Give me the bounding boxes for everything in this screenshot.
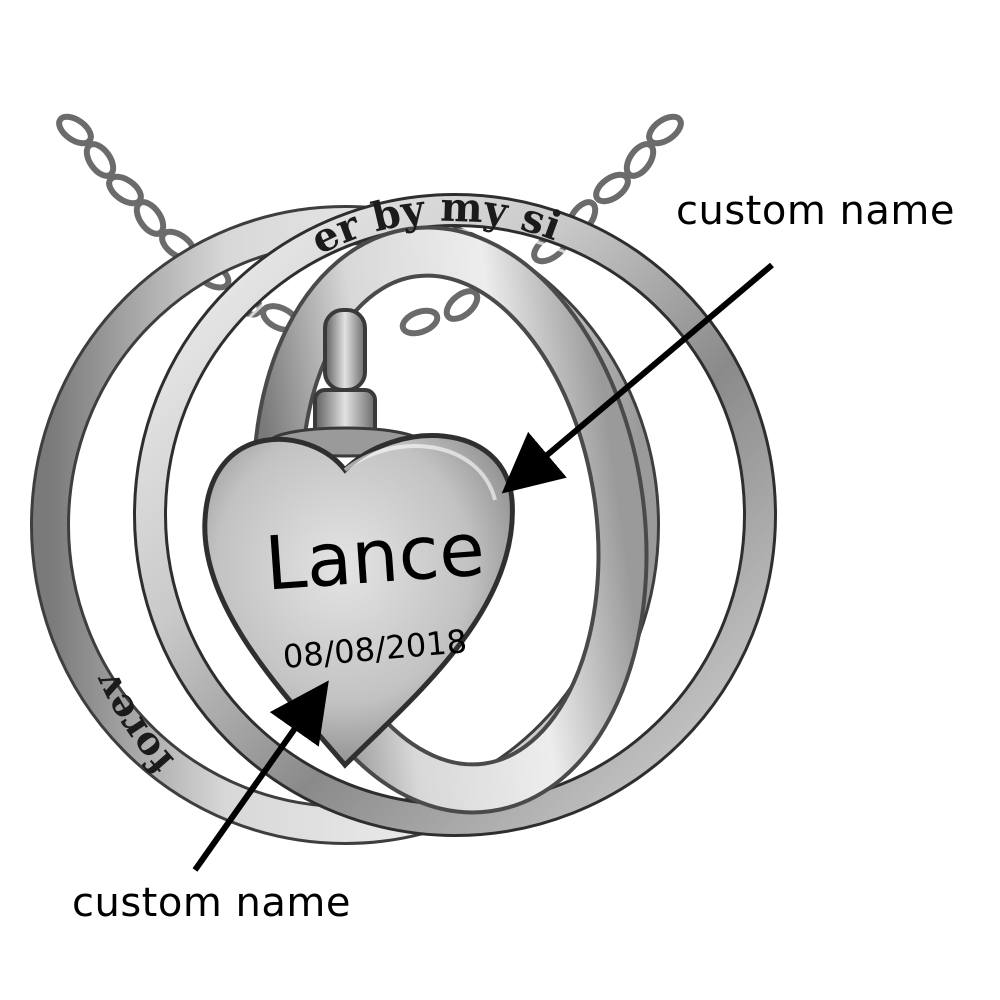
ring-inscription-left: forev — [83, 665, 182, 784]
engraved-name: Lance — [262, 506, 487, 607]
callout-label-top: custom name — [676, 188, 955, 234]
callout-arrows — [192, 262, 774, 872]
arrow-top — [501, 262, 774, 494]
arrow-bottom — [192, 680, 329, 872]
callout-label-bottom: custom name — [72, 880, 351, 926]
